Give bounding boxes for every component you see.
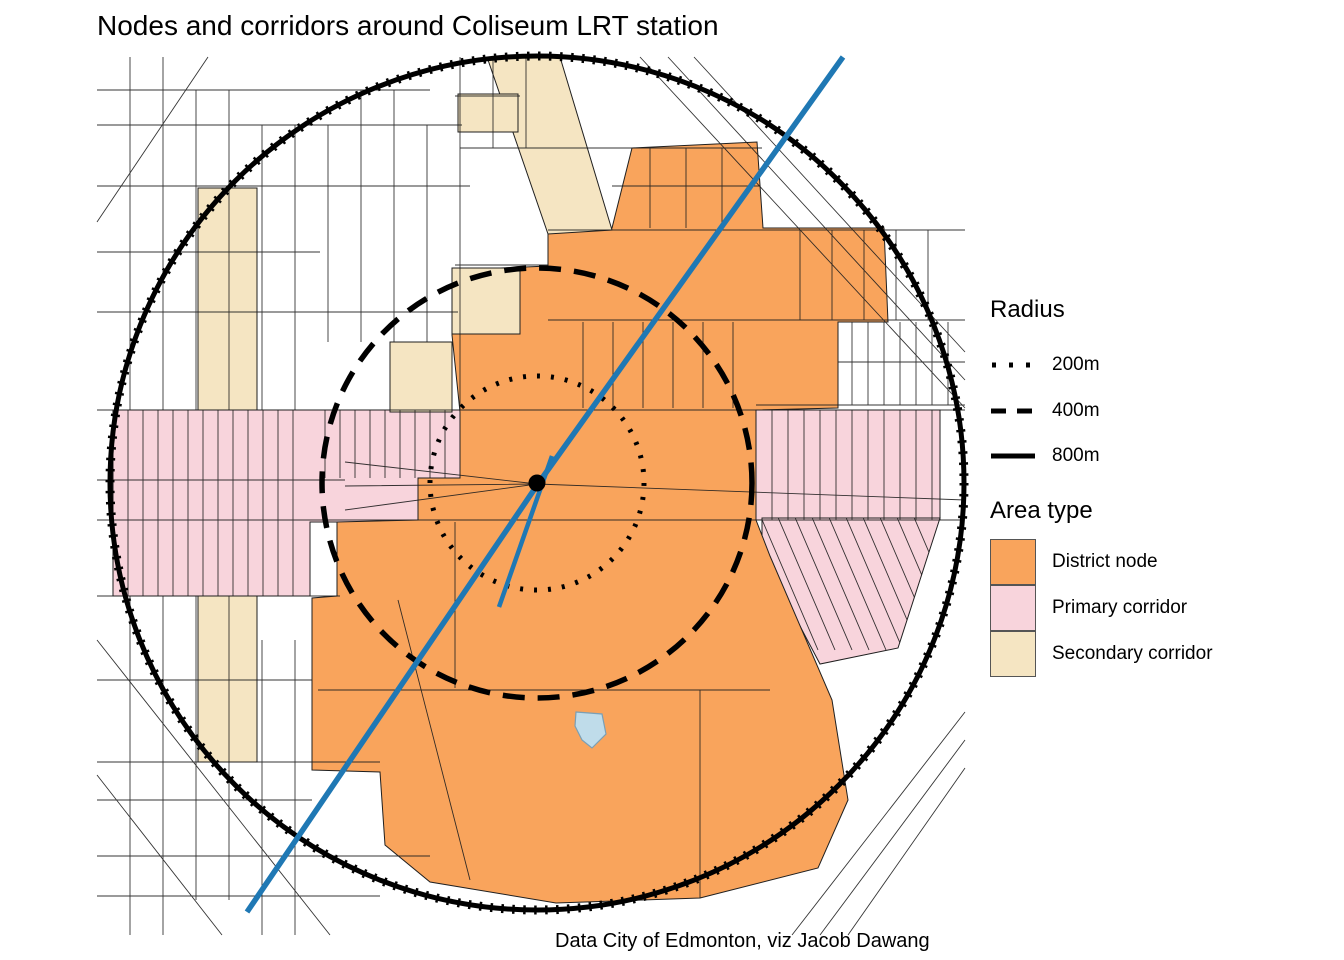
legend-item-district-node: District node bbox=[990, 539, 1158, 585]
primary-corridor-east bbox=[755, 409, 941, 521]
secondary-corridor-strip-lower bbox=[197, 595, 258, 763]
ring-200m bbox=[427, 373, 647, 593]
primary-corridor-swatch bbox=[990, 585, 1036, 631]
legend-radius-heading: Radius bbox=[990, 296, 1065, 323]
solid-line-key-icon bbox=[991, 453, 1035, 459]
secondary-corridor-patch-b bbox=[389, 341, 453, 413]
secondary-corridor-patch-a bbox=[451, 267, 521, 335]
legend-item-secondary-corridor: Secondary corridor bbox=[990, 631, 1213, 677]
streets-parcels-center bbox=[582, 148, 734, 408]
pond bbox=[574, 711, 607, 749]
rail-lines-southeast bbox=[791, 711, 966, 936]
legend-area-type-heading: Area type bbox=[990, 497, 1093, 524]
radius-rings bbox=[105, 51, 969, 915]
diagonal-roads-west bbox=[96, 56, 331, 936]
dashed-line-key-icon bbox=[991, 408, 1036, 414]
streets-vertical-west bbox=[129, 57, 527, 935]
dotted-line-key-icon bbox=[992, 362, 1036, 368]
figure-title: Nodes and corridors around Coliseum LRT … bbox=[97, 10, 719, 41]
legend-label-400m: 400m bbox=[1052, 400, 1100, 421]
secondary-corridor-band bbox=[486, 56, 613, 235]
streets-center-fan bbox=[344, 461, 966, 511]
legend-item-400m: 400m bbox=[990, 388, 1100, 434]
legend-label-district-node: District node bbox=[1052, 551, 1158, 572]
legend-item-primary-corridor: Primary corridor bbox=[990, 585, 1187, 631]
station-dot bbox=[528, 474, 546, 492]
ring-400m bbox=[319, 265, 755, 701]
district-node-swatch bbox=[990, 539, 1036, 585]
legend-item-200m: 200m bbox=[990, 342, 1100, 388]
legend-label-800m: 800m bbox=[1052, 445, 1100, 466]
street-network bbox=[96, 56, 966, 936]
legend-label-200m: 200m bbox=[1052, 354, 1100, 375]
streets-parcels-east bbox=[771, 230, 949, 520]
caption: Data City of Edmonton, viz Jacob Dawang bbox=[555, 930, 930, 952]
legend-label-secondary-corridor: Secondary corridor bbox=[1052, 643, 1213, 664]
legend-label-primary-corridor: Primary corridor bbox=[1052, 597, 1188, 618]
secondary-corridor-notch bbox=[457, 93, 519, 133]
ring-800m-beads bbox=[105, 51, 969, 915]
legend-item-800m: 800m bbox=[990, 433, 1100, 479]
area-polygons bbox=[112, 56, 941, 904]
secondary-corridor-strip-upper bbox=[197, 187, 258, 411]
secondary-corridor-swatch bbox=[990, 631, 1036, 677]
